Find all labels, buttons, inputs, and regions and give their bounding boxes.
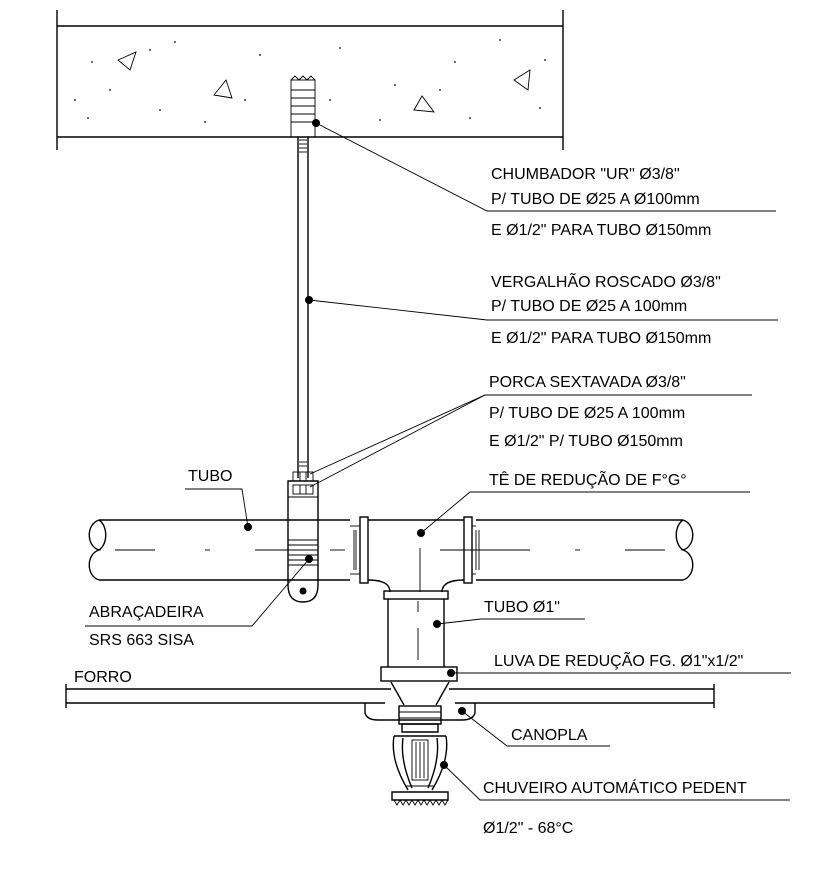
canopla bbox=[364, 703, 476, 725]
label-canopla: CANOPLA bbox=[511, 727, 588, 744]
luva-coupling bbox=[380, 666, 458, 682]
vertical-pipe-1in bbox=[383, 590, 449, 667]
label-abracadeira-1: ABRAÇADEIRA bbox=[89, 604, 204, 621]
label-forro: FORRO bbox=[74, 669, 132, 686]
label-chumbador-1: CHUMBADOR "UR" Ø3/8" bbox=[491, 166, 680, 183]
forro-ceiling bbox=[65, 681, 715, 708]
chumbador-anchor bbox=[290, 75, 320, 138]
label-tubo1: TUBO Ø1" bbox=[484, 599, 560, 616]
label-tubo: TUBO bbox=[188, 468, 232, 485]
label-chuveiro-1: CHUVEIRO AUTOMÁTICO PEDENT bbox=[483, 778, 747, 797]
hex-nuts bbox=[292, 471, 314, 495]
label-chumbador-3: E Ø1/2" PARA TUBO Ø150mm bbox=[491, 222, 711, 239]
leader-lines bbox=[85, 122, 791, 801]
label-chumbador-2: P/ TUBO DE Ø25 A Ø100mm bbox=[491, 191, 700, 208]
label-te: TÊ DE REDUÇÃO DE F°G° bbox=[489, 469, 687, 489]
annotation-text: CHUMBADOR "UR" Ø3/8" P/ TUBO DE Ø25 A Ø1… bbox=[74, 166, 747, 837]
horizontal-pipe bbox=[88, 519, 694, 581]
label-abracadeira-2: SRS 663 SISA bbox=[89, 632, 194, 649]
label-porca-1: PORCA SEXTAVADA Ø3/8" bbox=[489, 374, 686, 391]
threaded-rod bbox=[297, 137, 313, 478]
label-vergalhao-3: E Ø1/2" PARA TUBO Ø150mm bbox=[491, 330, 711, 347]
sprinkler-head bbox=[391, 723, 449, 806]
label-vergalhao-1: VERGALHÃO ROSCADO Ø3/8" bbox=[491, 271, 721, 291]
label-porca-3: E Ø1/2" P/ TUBO Ø150mm bbox=[489, 433, 683, 450]
label-chuveiro-2: Ø1/2" - 68°C bbox=[483, 820, 573, 837]
abracadeira-clamp bbox=[287, 480, 319, 603]
reducing-tee bbox=[350, 516, 480, 593]
label-vergalhao-2: P/ TUBO DE Ø25 A 100mm bbox=[491, 298, 687, 315]
label-luva: LUVA DE REDUÇÃO FG. Ø1"x1/2" bbox=[494, 650, 743, 670]
label-porca-2: P/ TUBO DE Ø25 A 100mm bbox=[489, 405, 685, 422]
